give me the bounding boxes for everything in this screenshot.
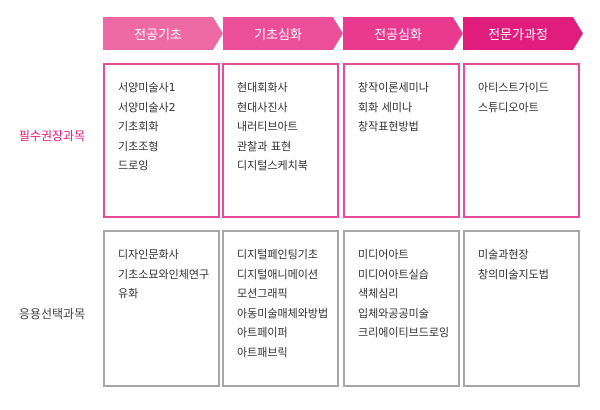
elective-courses-stage-2: 디지털페인팅기초 디지털애니메이션 모션그래픽 아동미술매체와방법 아트페이퍼 … <box>222 230 339 387</box>
course-item: 현대사진사 <box>237 100 288 114</box>
course-item: 미술과현장 <box>478 248 529 261</box>
stage-header-1: 전공기초 <box>103 17 223 50</box>
course-item: 디지털스케치북 <box>237 159 308 172</box>
stage-header-3: 전공심화 <box>343 17 463 50</box>
row-label-required: 필수권장과목 <box>18 129 86 143</box>
course-item: 관찰과 표현 <box>237 139 292 153</box>
course-item: 기초소묘와인체연구 <box>118 267 210 281</box>
course-item: 디자인문화사 <box>118 248 179 261</box>
row-label-elective: 응용선택과목 <box>18 307 86 321</box>
course-item: 기초회화 <box>118 120 159 133</box>
course-item: 내러티브아트 <box>237 120 298 133</box>
course-item: 회화 세미나 <box>358 100 413 114</box>
course-item: 모션그래픽 <box>237 287 288 300</box>
course-item: 창작이론세미나 <box>358 81 429 94</box>
elective-courses-stage-4: 미술과현장 창의미술지도법 <box>463 230 580 387</box>
course-item: 스튜디오아트 <box>478 100 539 114</box>
required-courses-stage-3: 창작이론세미나 회화 세미나 창작표현방법 <box>343 63 460 218</box>
elective-courses-stage-1: 디자인문화사 기초소묘와인체연구 유화 <box>103 230 220 387</box>
course-item: 아동미술매체와방법 <box>237 306 329 320</box>
course-item: 현대회화사 <box>237 81 288 94</box>
course-item: 드로잉 <box>118 159 149 172</box>
course-item: 색체심리 <box>358 287 399 300</box>
course-item: 디지털애니메이션 <box>237 267 318 281</box>
required-courses-stage-2: 현대회화사 현대사진사 내러티브아트 관찰과 표현 디지털스케치북 <box>222 63 339 218</box>
course-item: 창의미술지도법 <box>478 267 549 281</box>
required-courses-stage-1: 서양미술사1 서양미술사2 기초회화 기초조형 드로잉 <box>103 63 220 218</box>
course-item: 기초조형 <box>118 139 159 153</box>
course-item: 아트페이퍼 <box>237 326 288 339</box>
course-item: 창작표현방법 <box>358 120 419 133</box>
course-item: 서양미술사1 <box>118 81 176 94</box>
course-item: 미디어아트 <box>358 248 409 261</box>
required-courses-stage-4: 아티스트가이드 스튜디오아트 <box>463 63 580 218</box>
course-item: 아티스트가이드 <box>478 81 549 94</box>
stage-header-2: 기초심화 <box>223 17 343 50</box>
course-item: 디지털페인팅기초 <box>237 248 318 261</box>
course-item: 서양미술사2 <box>118 100 176 114</box>
elective-courses-stage-3: 미디어아트 미디어아트실습 색체심리 입체와공공미술 크리에이티브드로잉 <box>343 230 460 387</box>
stage-header-4: 전문가과정 <box>463 17 583 50</box>
course-item: 입체와공공미술 <box>358 306 429 320</box>
course-item: 크리에이티브드로잉 <box>358 326 450 339</box>
course-item: 아트패브릭 <box>237 345 288 359</box>
course-item: 유화 <box>118 287 139 300</box>
course-item: 미디어아트실습 <box>358 267 429 281</box>
